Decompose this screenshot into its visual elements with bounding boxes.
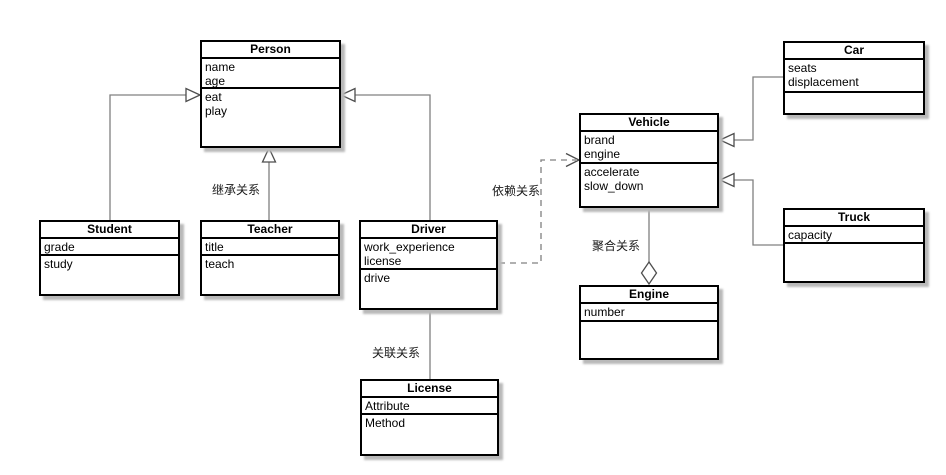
class-truck[interactable]: Truck capacity (783, 208, 925, 283)
attribute-row: number (584, 305, 625, 319)
class-license[interactable]: License Attribute Method (360, 379, 499, 456)
aggregation-diamond (640, 260, 658, 286)
class-driver-attributes: work_experience license (361, 239, 496, 270)
attribute-row: engine (584, 147, 621, 161)
label-aggregation-relationship: 聚合关系 (592, 239, 641, 253)
class-vehicle-attributes: brand engine (581, 132, 717, 164)
edge-vehicle-engine-aggregation (640, 208, 658, 286)
attribute-row: grade (44, 240, 75, 254)
attribute-row: name (205, 60, 236, 74)
method-row: drive (364, 271, 391, 285)
inheritance-arrowhead (339, 87, 356, 103)
inheritance-arrowhead (718, 172, 735, 188)
class-license-attributes: Attribute (362, 398, 497, 415)
edge-car-vehicle-inheritance (718, 76, 783, 148)
class-student-title: Student (41, 222, 178, 239)
attribute-row: work_experience (364, 240, 455, 254)
class-person-attributes: name age (202, 59, 339, 89)
attribute-row: displacement (788, 75, 859, 89)
class-engine-title: Engine (581, 287, 717, 304)
edge-teacher-person-inheritance (261, 146, 277, 220)
class-engine-methods (581, 322, 717, 358)
edge-student-person-inheritance (109, 87, 202, 220)
edge-driver-vehicle-dependency (499, 152, 581, 264)
attribute-row: Attribute (365, 399, 410, 413)
class-vehicle-methods: accelerate slow_down (581, 164, 717, 206)
attribute-row: title (205, 240, 224, 254)
method-row: play (205, 104, 228, 118)
class-person-methods: eat play (202, 89, 339, 146)
method-row: teach (205, 257, 235, 271)
method-row: eat (205, 90, 222, 104)
label-inheritance-relationship: 继承关系 (212, 183, 261, 197)
method-row: study (44, 257, 73, 271)
class-engine-attributes: number (581, 304, 717, 322)
label-association-relationship: 关联关系 (372, 346, 421, 360)
edge-truck-vehicle-inheritance (718, 172, 783, 246)
class-driver-title: Driver (361, 222, 496, 239)
attribute-row: license (364, 254, 402, 268)
class-license-title: License (362, 381, 497, 398)
class-truck-attributes: capacity (785, 227, 923, 244)
method-row: accelerate (584, 165, 640, 179)
label-dependency-relationship: 依赖关系 (492, 184, 541, 198)
class-student-methods: study (41, 256, 178, 294)
class-driver[interactable]: Driver work_experience license drive (359, 220, 498, 310)
class-student[interactable]: Student grade study (39, 220, 180, 296)
attribute-row: capacity (788, 228, 833, 242)
class-teacher-attributes: title (202, 239, 338, 256)
class-teacher-title: Teacher (202, 222, 338, 239)
class-license-methods: Method (362, 415, 497, 454)
class-car[interactable]: Car seats displacement (783, 41, 925, 115)
method-row: Method (365, 416, 406, 430)
inheritance-arrowhead (185, 87, 202, 103)
attribute-row: age (205, 74, 226, 88)
inheritance-arrowhead (261, 146, 277, 163)
class-person-title: Person (202, 42, 339, 59)
class-car-title: Car (785, 43, 923, 60)
class-student-attributes: grade (41, 239, 178, 256)
class-car-methods (785, 93, 923, 113)
class-vehicle[interactable]: Vehicle brand engine accelerate slow_dow… (579, 113, 719, 208)
class-truck-title: Truck (785, 210, 923, 227)
class-teacher-methods: teach (202, 256, 338, 294)
attribute-row: seats (788, 61, 817, 75)
edge-driver-person-inheritance (339, 87, 431, 220)
method-row: slow_down (584, 179, 644, 193)
class-car-attributes: seats displacement (785, 60, 923, 93)
inheritance-arrowhead (718, 132, 735, 148)
class-teacher[interactable]: Teacher title teach (200, 220, 340, 296)
class-engine[interactable]: Engine number (579, 285, 719, 360)
class-vehicle-title: Vehicle (581, 115, 717, 132)
class-truck-methods (785, 244, 923, 281)
attribute-row: brand (584, 133, 615, 147)
class-person[interactable]: Person name age eat play (200, 40, 341, 148)
class-driver-methods: drive (361, 270, 496, 308)
